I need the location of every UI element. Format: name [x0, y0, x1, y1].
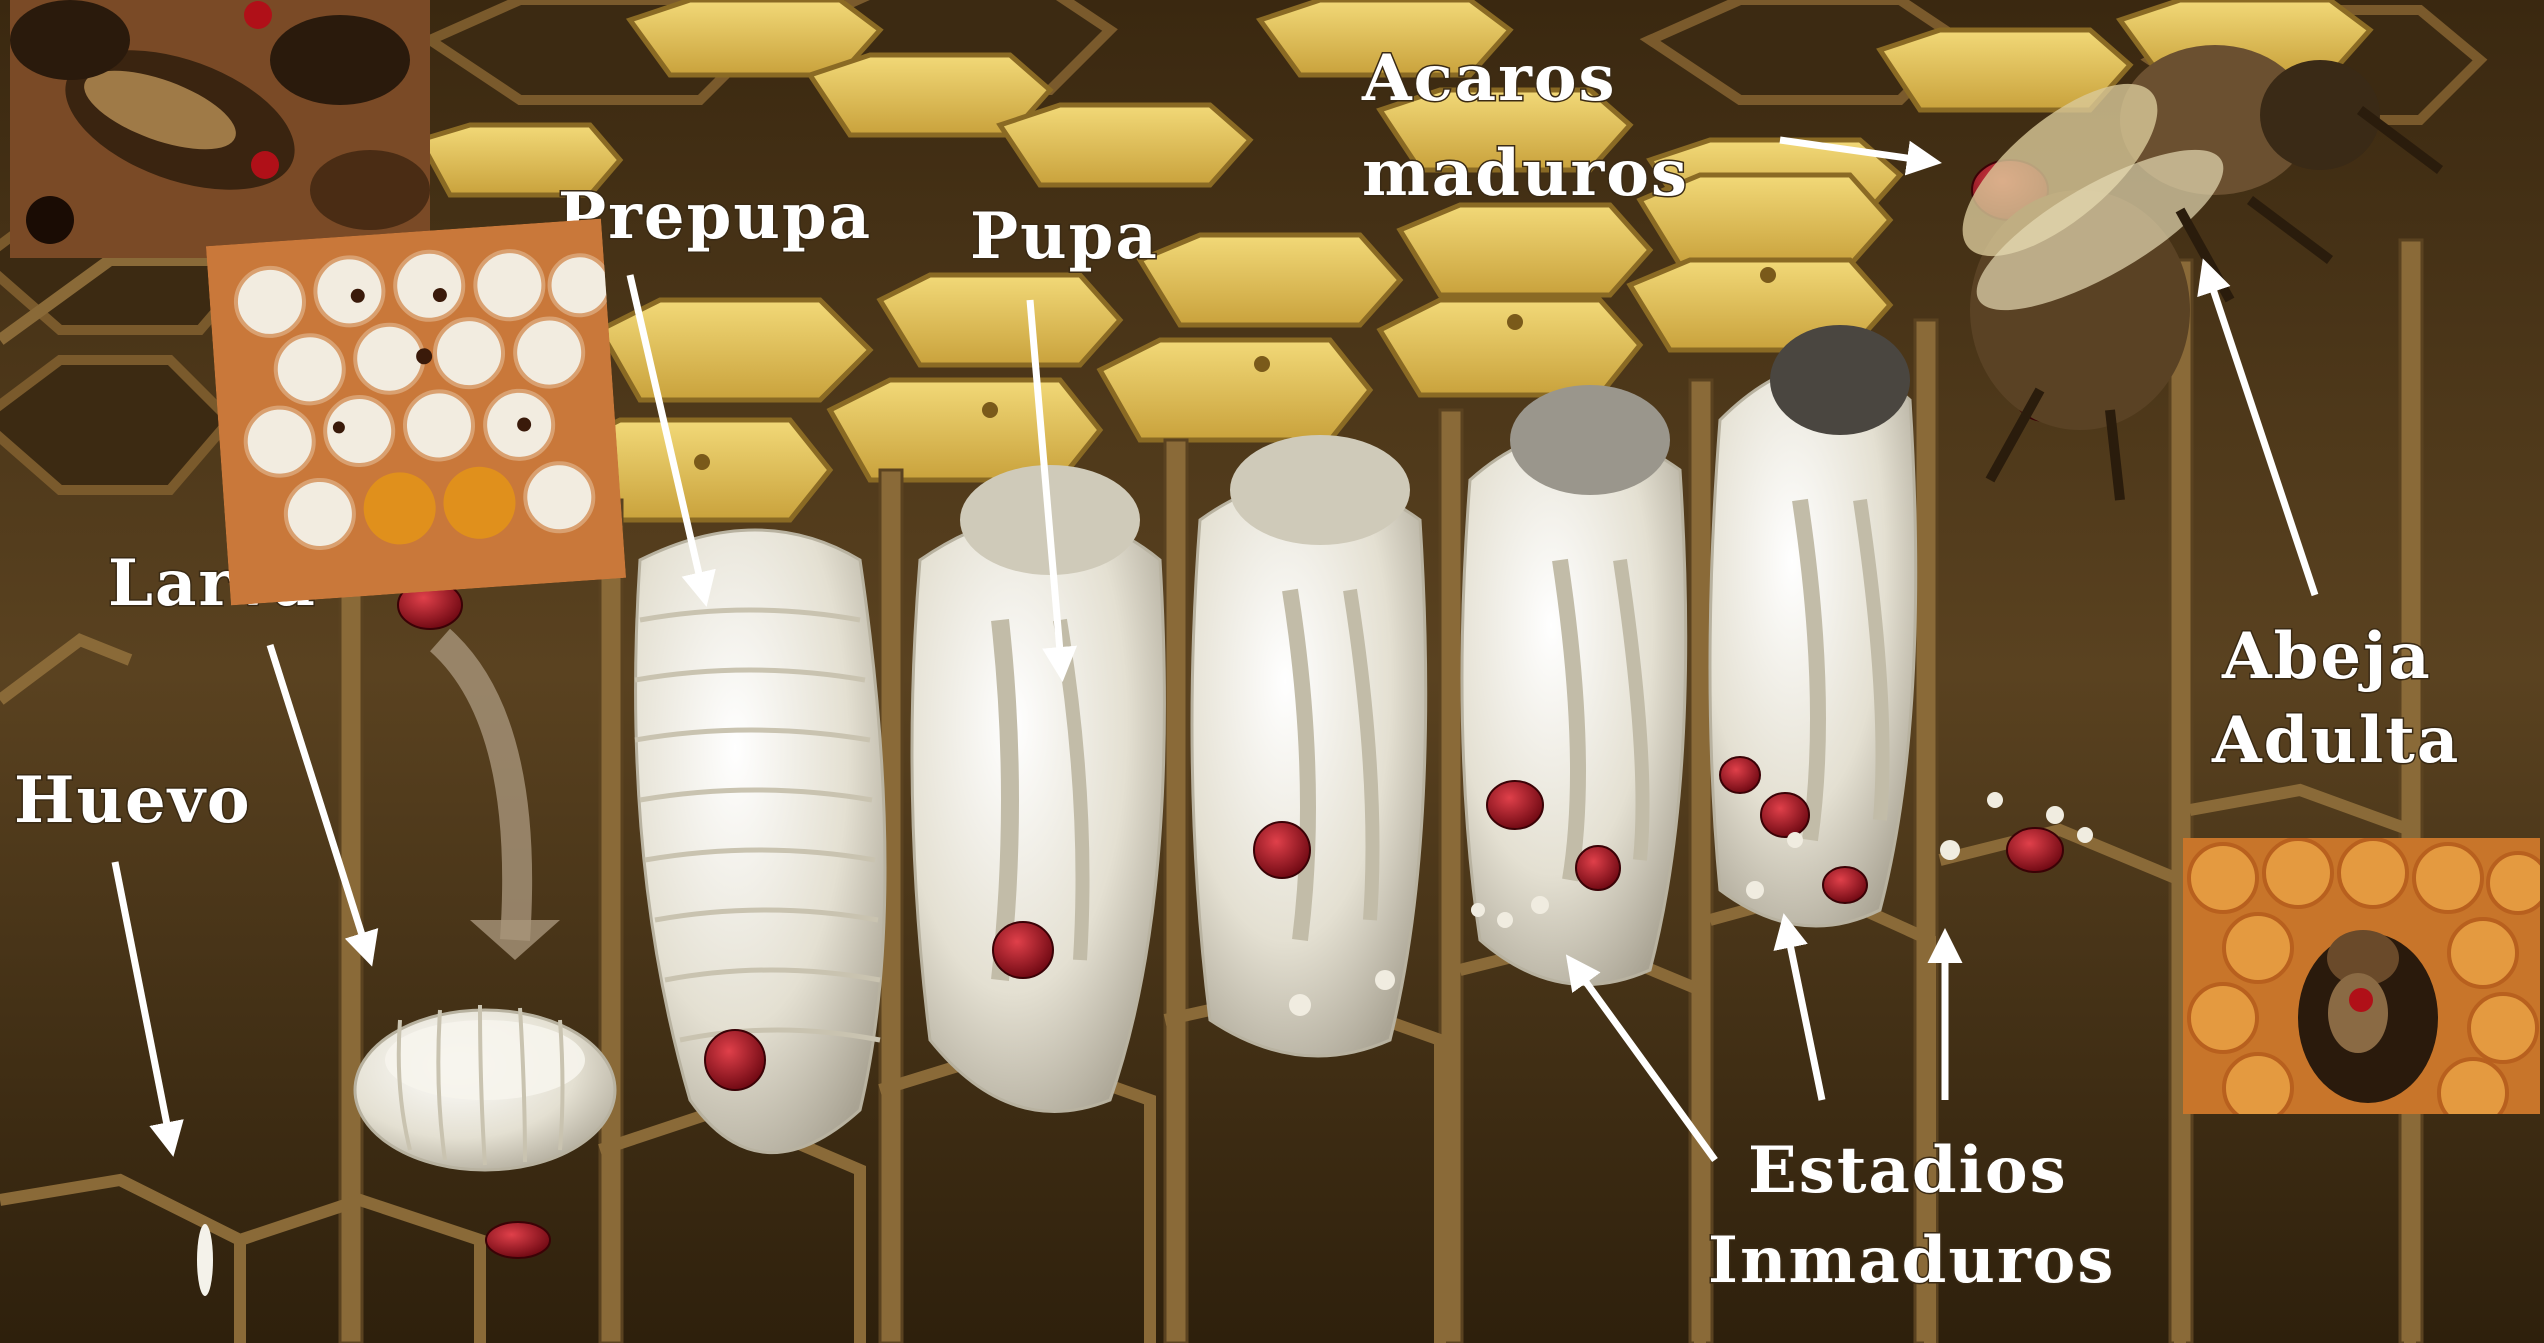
label-abeja-2: Adulta: [2211, 703, 2460, 778]
label-estadios-2: Inmaduros: [1708, 1223, 2115, 1298]
pupa-2: [1192, 435, 1426, 1056]
label-prepupa: Prepupa: [558, 179, 872, 254]
pupa-4: [1710, 325, 1916, 926]
label-acaros-2: maduros: [1362, 136, 1689, 211]
egg-icon: [197, 1224, 213, 1296]
inset-photo-brood-cells: [206, 219, 626, 606]
label-estadios-1: Estadios: [1748, 1133, 2068, 1208]
inset-photo-bees: [10, 0, 430, 258]
pupa-1: [912, 465, 1164, 1111]
inset-photo-emerging-bee: [2183, 838, 2540, 1114]
label-acaros-1: Acaros: [1361, 41, 1617, 116]
pupa-3: [1462, 385, 1686, 985]
label-abeja-1: Abeja: [2221, 619, 2432, 694]
label-huevo: Huevo: [14, 763, 252, 838]
label-pupa: Pupa: [970, 199, 1159, 274]
